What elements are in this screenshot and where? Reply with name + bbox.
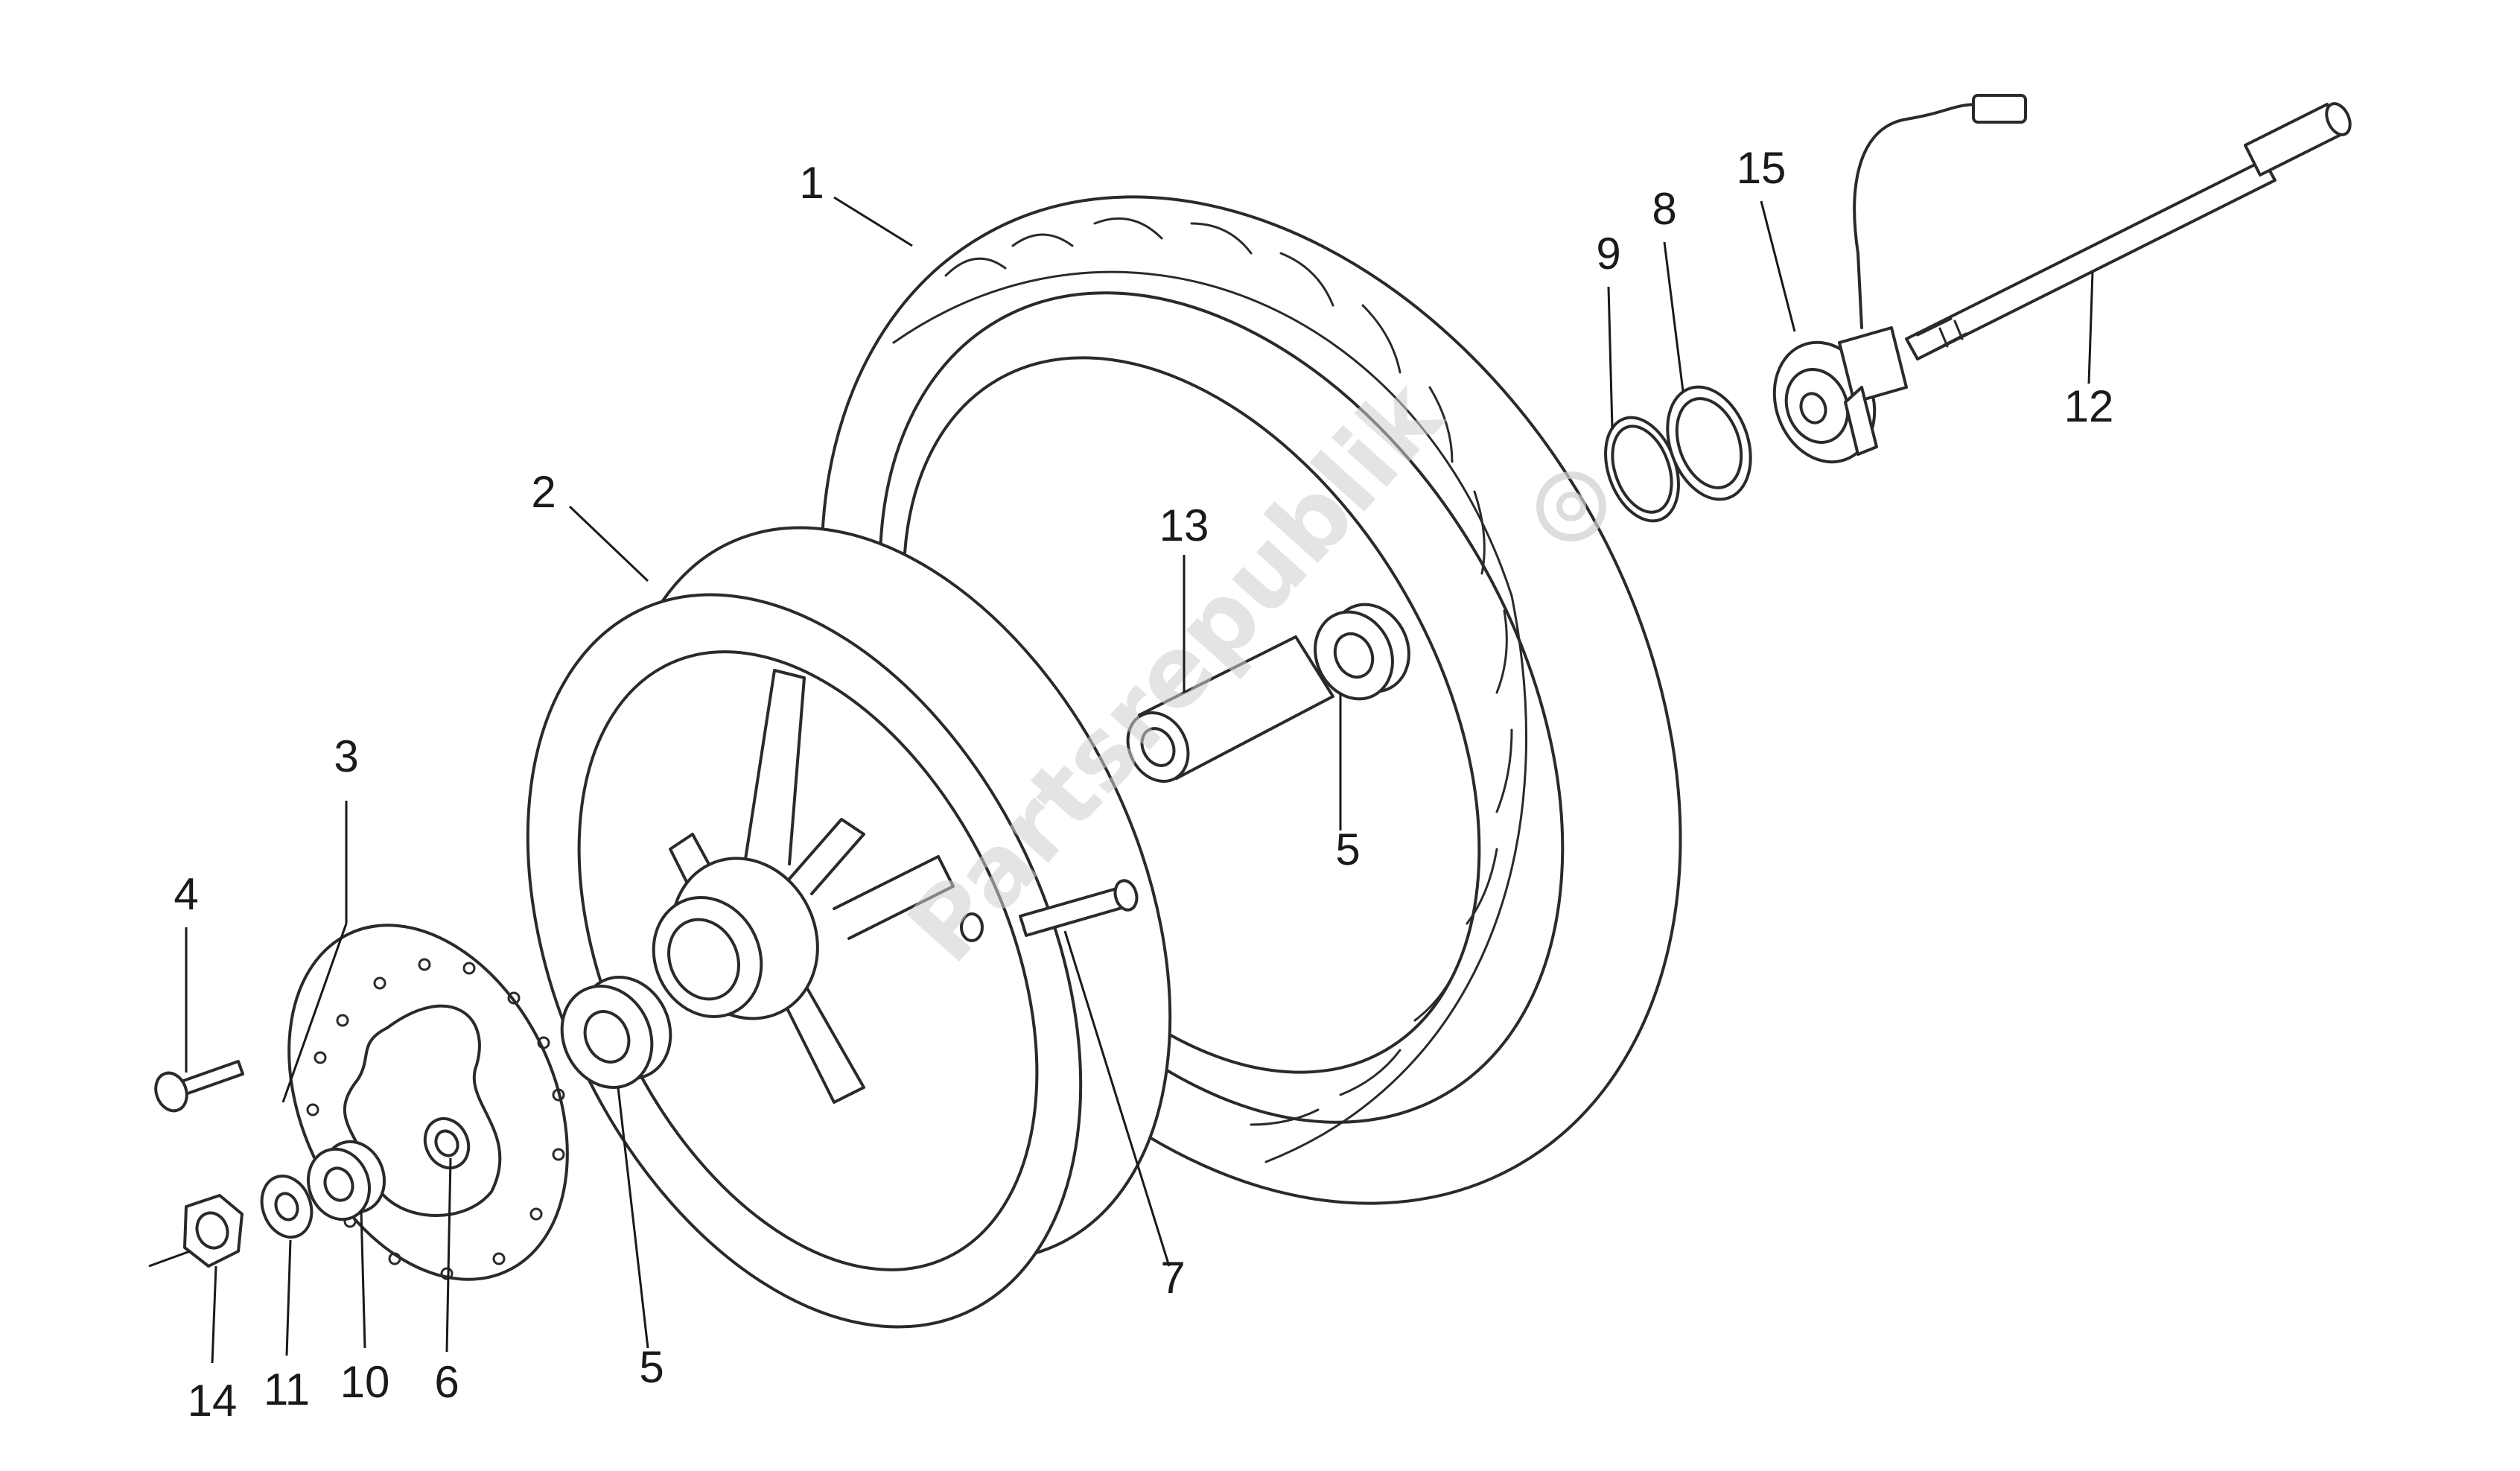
part-label-1[interactable]: 1 [799,158,824,208]
part-label-2[interactable]: 2 [531,467,556,517]
wheel-rim[interactable] [418,439,1280,1415]
disc-bolt[interactable] [150,1060,244,1115]
part-label-15[interactable]: 15 [1737,143,1786,193]
part-label-7[interactable]: 7 [1160,1253,1185,1303]
part-labels: 1 2 3 4 5 5 6 7 8 9 10 11 12 13 14 15 [174,143,2113,1426]
spacer-tube[interactable] [1116,635,1334,792]
washer[interactable] [254,1169,320,1245]
watermark-gear-icon [1536,471,1606,541]
part-label-4[interactable]: 4 [174,869,198,919]
wheel-axle[interactable] [1905,100,2355,360]
leader-lines [148,196,2094,1364]
part-label-9[interactable]: 9 [1596,229,1620,279]
part-label-5-left[interactable]: 5 [639,1342,664,1392]
bearing-right[interactable] [1301,591,1422,711]
part-label-5-right[interactable]: 5 [1335,825,1360,874]
spacer[interactable] [299,1133,394,1228]
tyre-valve[interactable] [960,878,1140,942]
oil-seal[interactable] [1652,375,1765,511]
part-label-10[interactable]: 10 [340,1357,390,1407]
bearing-left[interactable] [546,962,687,1102]
part-label-11[interactable]: 11 [264,1364,310,1414]
part-label-12[interactable]: 12 [2064,381,2114,431]
part-label-14[interactable]: 14 [188,1376,238,1426]
part-label-6[interactable]: 6 [434,1357,459,1407]
speedometer-drive[interactable] [1758,94,2027,476]
part-label-13[interactable]: 13 [1159,501,1209,550]
part-label-8[interactable]: 8 [1652,184,1676,234]
axle-nut[interactable] [183,1194,244,1268]
part-label-3[interactable]: 3 [334,731,358,781]
